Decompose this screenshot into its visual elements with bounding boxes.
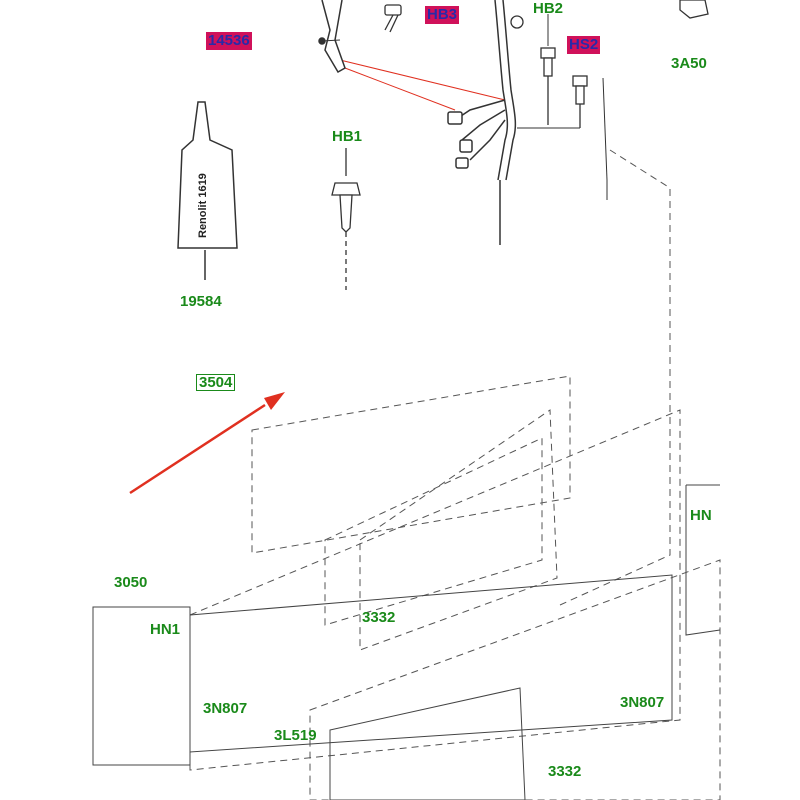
- mounting-bracket: [318, 0, 346, 74]
- callout-3050: 3050: [114, 574, 148, 591]
- callout-3504: 3504: [196, 374, 236, 391]
- part-3a50: [679, 0, 709, 19]
- callout-3l519: 3L519: [274, 727, 317, 744]
- callout-hn1: HN1: [150, 621, 181, 638]
- callout-3332-top: 3332: [362, 609, 396, 626]
- callout-14536: 14536: [206, 32, 252, 50]
- bolt-hs2: [572, 75, 588, 128]
- callout-19584: 19584: [180, 293, 222, 310]
- bolt-hb3: [384, 4, 402, 33]
- callout-hb3: HB3: [425, 6, 460, 24]
- callout-3n807-left: 3N807: [203, 700, 248, 717]
- sealant-tube: [177, 101, 238, 280]
- callout-3n807-right: 3N807: [620, 694, 665, 711]
- red-annotation: [129, 59, 506, 495]
- callout-3332-bottom: 3332: [548, 763, 582, 780]
- callout-hb1: HB1: [332, 128, 363, 145]
- wiring-harness: [447, 0, 517, 245]
- callout-hn-partial: HN: [690, 507, 712, 524]
- solid-group-outlines: [92, 484, 721, 800]
- sealant-tube-label: Renolit 1619: [197, 173, 209, 238]
- callout-hs2: HS2: [567, 36, 601, 54]
- bolt-hb2: [510, 15, 556, 125]
- callout-3a50: 3A50: [671, 55, 707, 72]
- callout-hb2: HB2: [533, 0, 564, 17]
- bolt-hb1: [331, 148, 361, 290]
- bolt-leader-lines: [321, 14, 608, 200]
